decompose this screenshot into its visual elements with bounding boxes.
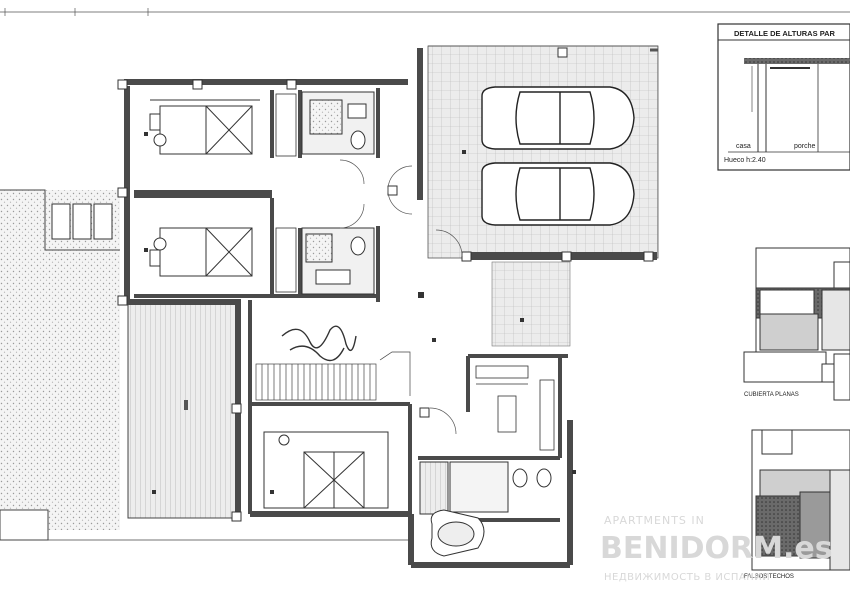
annotation-marks bbox=[144, 132, 576, 494]
elevation-lower: FALSOS TECHOS bbox=[744, 429, 850, 580]
dressing-room bbox=[476, 383, 528, 433]
label-casa: casa bbox=[736, 143, 751, 150]
door-swings bbox=[339, 159, 463, 435]
decor-scribble bbox=[281, 325, 357, 362]
elevation-upper: CUBIERTA PLANAS bbox=[743, 247, 850, 401]
sunbeds bbox=[51, 203, 113, 240]
pool-deck bbox=[127, 303, 237, 519]
watermark-line1: APARTMENTS IN bbox=[604, 514, 705, 527]
watermark-line3: НЕДВИЖИМОСТЬ В ИСПАНИИ bbox=[604, 572, 770, 583]
car-icon bbox=[481, 162, 635, 226]
label-porche: porche bbox=[794, 143, 816, 150]
bed-icon bbox=[149, 99, 260, 155]
bed-icon bbox=[263, 431, 389, 509]
stairs bbox=[255, 351, 411, 401]
lower-caption: FALSOS TECHOS bbox=[744, 574, 794, 580]
detail-box: DETALLE DE ALTURAS PAR casa porche Hueco… bbox=[717, 23, 850, 171]
label-hueco: Hueco h:2.40 bbox=[724, 157, 766, 164]
upper-caption: CUBIERTA PLANAS bbox=[744, 392, 799, 398]
detail-title: DETALLE DE ALTURAS PAR bbox=[734, 29, 836, 38]
garden-area bbox=[0, 189, 120, 541]
bed-icon bbox=[149, 227, 253, 277]
watermark: APARTMENTS IN BENIDORM.es НЕДВИЖИМОСТЬ В… bbox=[600, 514, 833, 583]
watermark-line2: BENIDORM.es bbox=[600, 531, 833, 566]
bathroom bbox=[301, 91, 375, 295]
top-reference-line bbox=[0, 8, 850, 16]
entrance-path bbox=[491, 261, 571, 347]
master-bath bbox=[419, 461, 552, 557]
interior-walls bbox=[134, 88, 568, 522]
car-icon bbox=[481, 86, 635, 150]
column-posts bbox=[117, 47, 654, 522]
